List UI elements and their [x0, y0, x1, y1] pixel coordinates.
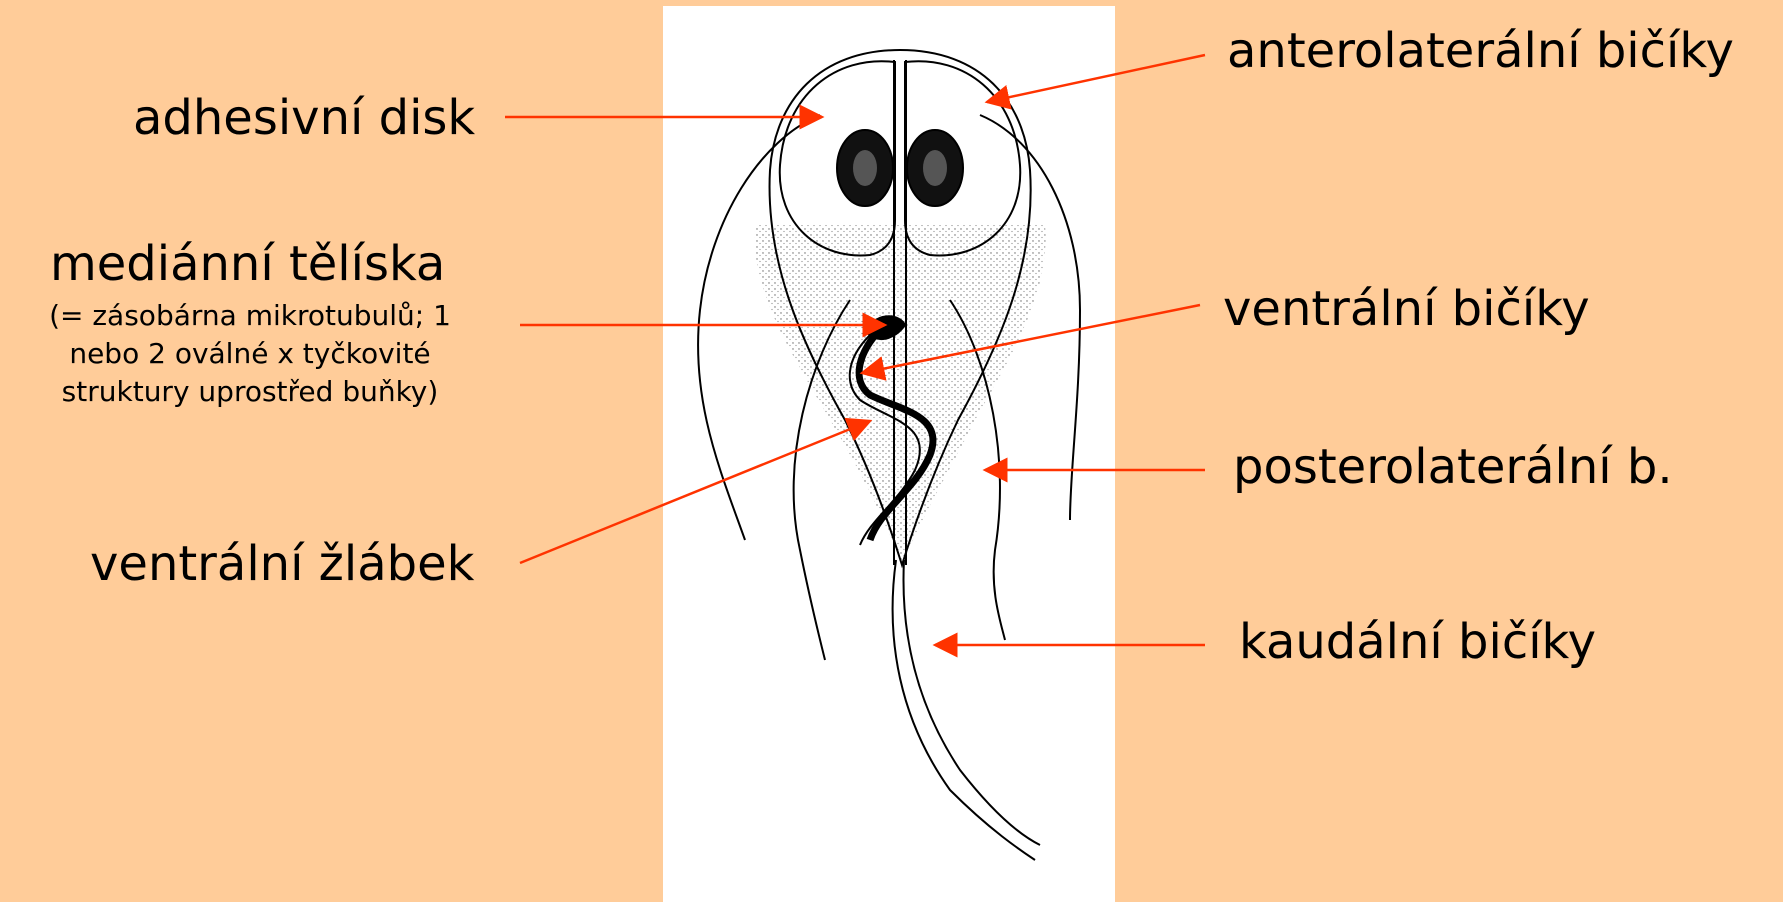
label-median-bodies: mediánní tělíska [50, 240, 445, 288]
label-anterolateral-flagella: anterolaterální bičíky [1227, 27, 1734, 75]
label-median-bodies-note-1: (= zásobárna mikrotubulů; 1 [10, 298, 490, 334]
label-posterolateral-flagella: posterolaterální b. [1233, 443, 1673, 491]
label-caudal-flagella: kaudální bičíky [1239, 618, 1596, 666]
arrow-ventral-groove [520, 421, 870, 563]
label-ventral-groove: ventrální žlábek [90, 540, 474, 588]
arrow-anterolateral-flagella [987, 55, 1205, 102]
label-median-bodies-note-3: struktury uprostřed buňky) [10, 374, 490, 410]
label-median-bodies-note-2: nebo 2 oválné x tyčkovité [10, 336, 490, 372]
cell-cytoplasm [755, 225, 1046, 565]
caudal-flagella [893, 560, 1035, 860]
cell-drawing [698, 50, 1080, 860]
label-adhesive-disk: adhesivní disk [133, 94, 475, 142]
label-ventral-flagella: ventrální bičíky [1223, 285, 1590, 333]
